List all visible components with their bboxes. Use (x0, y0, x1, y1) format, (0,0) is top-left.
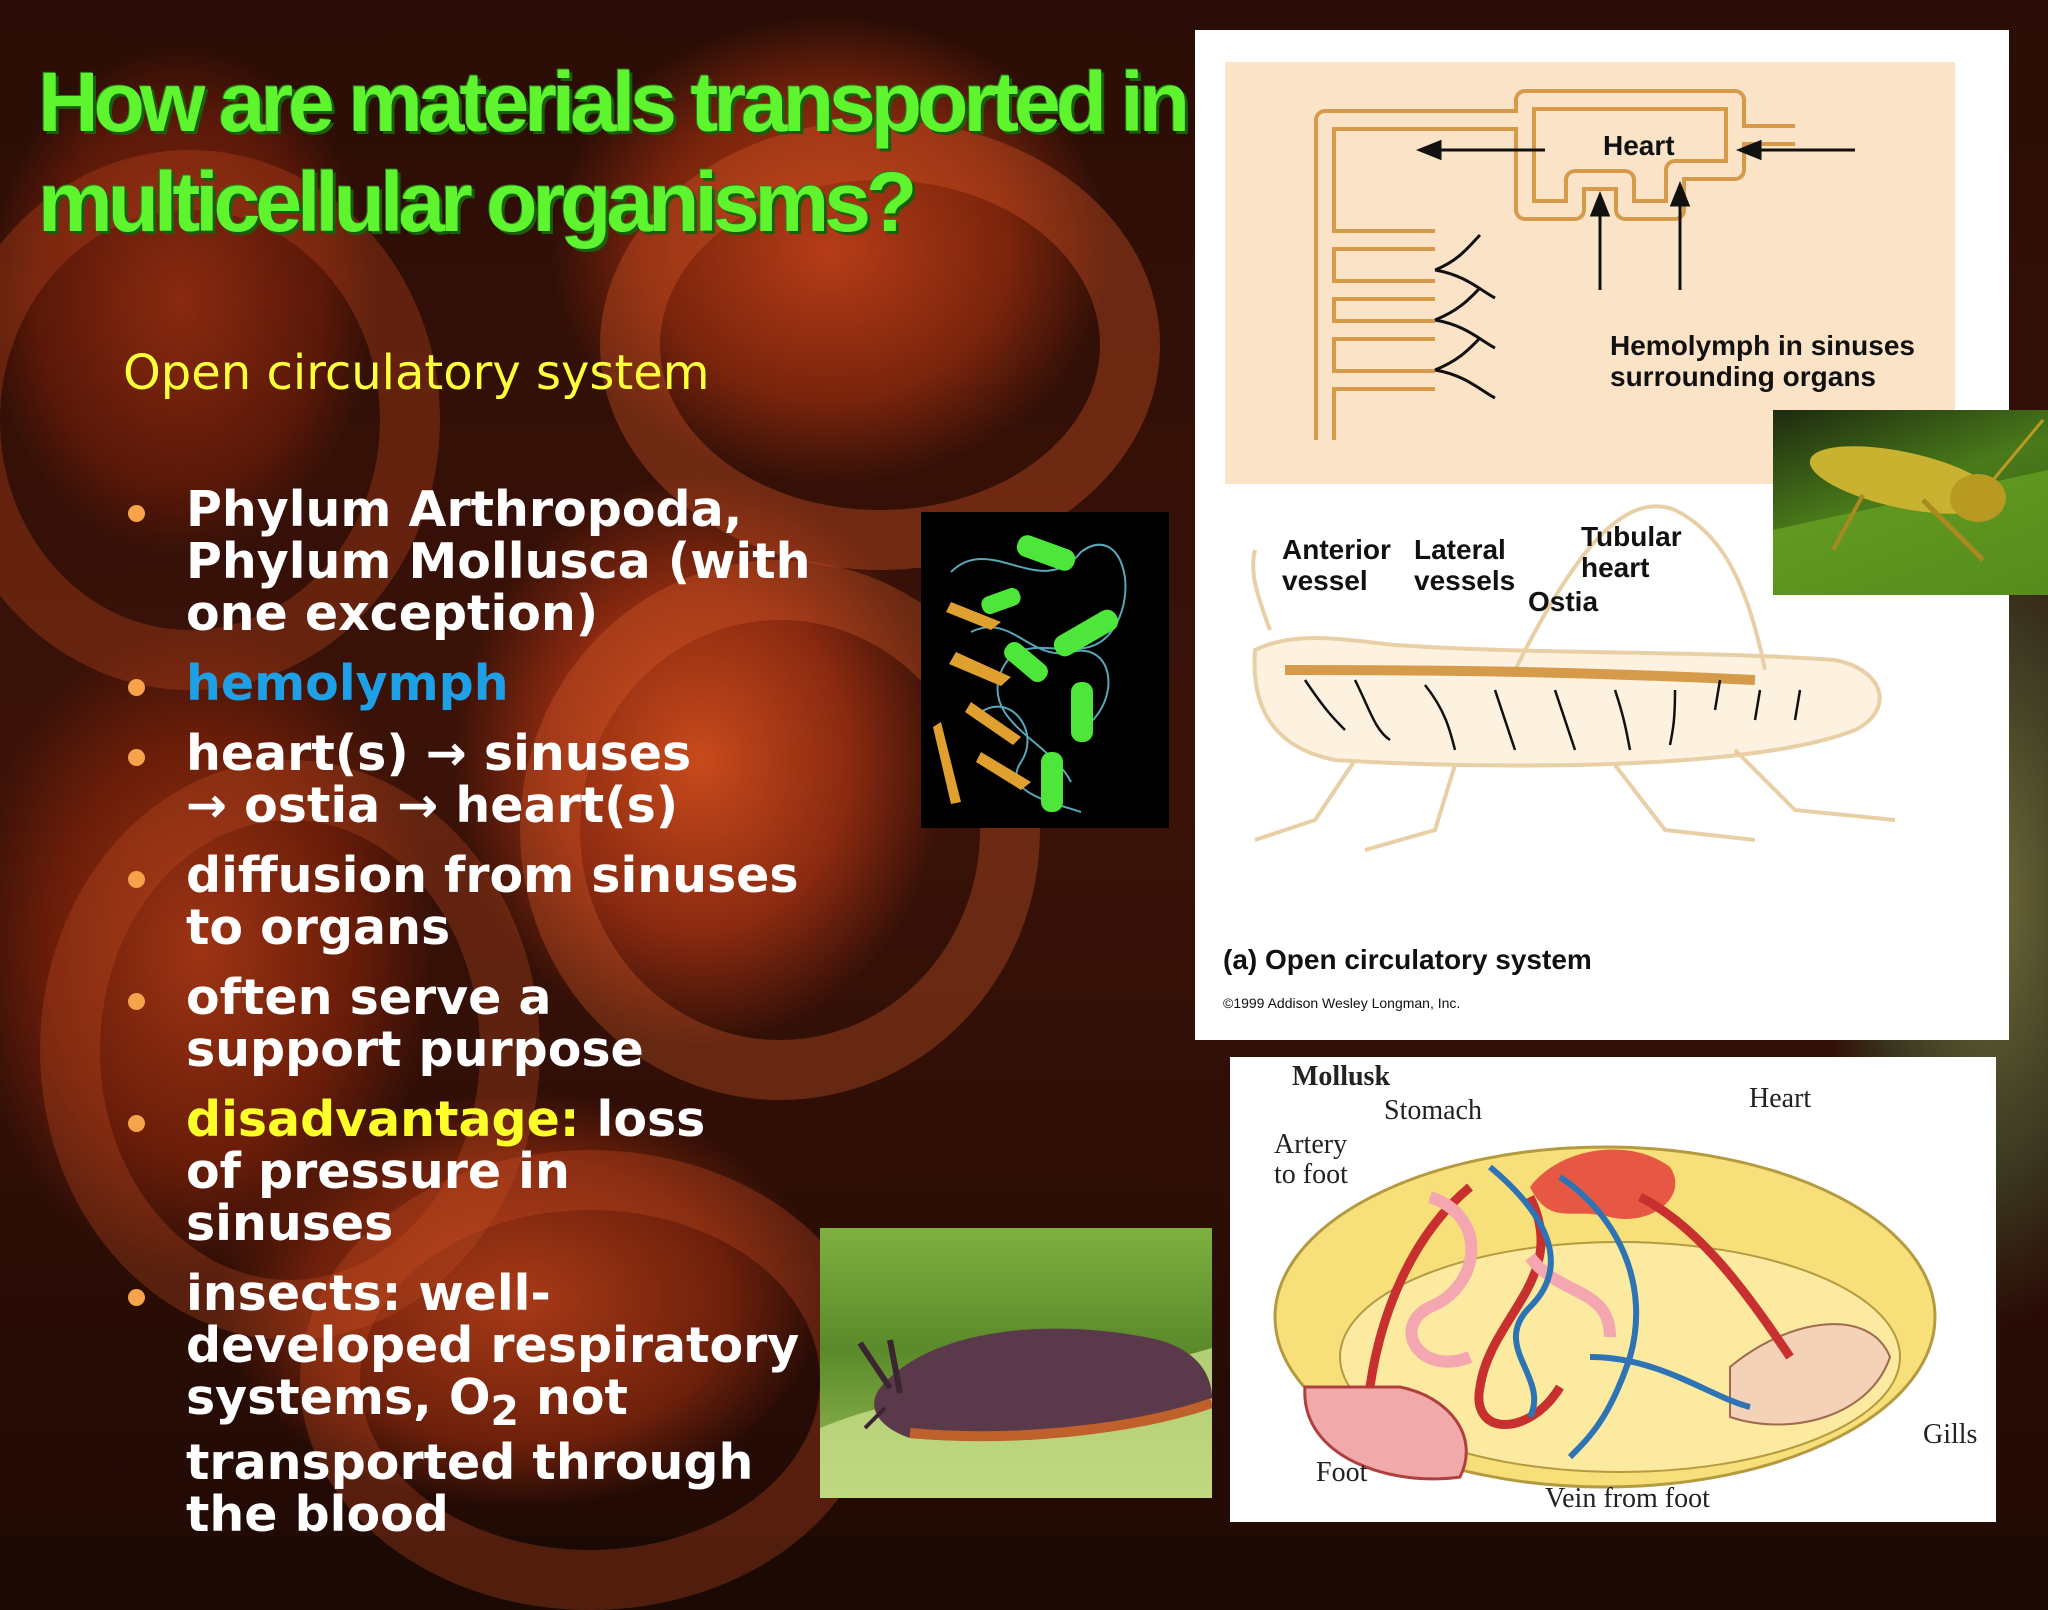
anterior-vessel-label-line-2: vessel (1282, 565, 1368, 596)
bullet-dot (128, 505, 145, 522)
ostia-label: Ostia (1528, 586, 1599, 617)
protein-ribbon-drawing (933, 535, 1127, 813)
bullet-text: insects: well-developed respiratory syst… (186, 1265, 800, 1426)
title-line-2: multicellular organisms? (38, 155, 917, 249)
bullet-dot (128, 871, 145, 888)
stomach-label: Stomach (1384, 1095, 1482, 1126)
slug-photo (820, 1228, 1212, 1498)
tubular-heart-label-line-1: Tubular (1581, 521, 1682, 552)
bullet-item: often serve a support purpose (128, 972, 828, 1076)
grasshopper-drawing (1773, 419, 2048, 595)
foot-label: Foot (1316, 1457, 1368, 1488)
hemolymph-label-line-2: surrounding organs (1610, 361, 1876, 392)
grasshopper-photo (1773, 410, 2048, 595)
bullet-item: Phylum Arthropoda, Phylum Mollusca (with… (128, 484, 828, 640)
bullet-list: Phylum Arthropoda, Phylum Mollusca (with… (128, 484, 828, 1559)
bullet-text: Phylum Arthropoda, Phylum Mollusca (with… (186, 481, 811, 642)
slide-title: How are materials transported in multice… (38, 52, 1190, 252)
bullet-item: heart(s) → sinuses → ostia → heart(s) (128, 728, 828, 832)
insect-circulation-figure: Heart Hemolymph in sinuses surrounding o… (1195, 30, 2009, 1040)
tubular-heart-label-line-2: heart (1581, 552, 1650, 583)
bullet-text: heart(s) → sinuses → ostia → heart(s) (186, 725, 692, 834)
bullet-text: not transported through the blood (186, 1369, 754, 1543)
bullet-item: disadvantage: loss of pressure in sinuse… (128, 1094, 828, 1250)
lateral-vessels-label-line-1: Lateral (1414, 534, 1506, 565)
bullet-text: hemolymph (186, 655, 509, 712)
mollusk-circulation-figure: Mollusk Stomach Heart Artery to foot Gil… (1230, 1057, 1996, 1522)
bullet-text: loss of pressure in sinuses (186, 1091, 706, 1252)
bullet-text: often serve a support purpose (186, 969, 644, 1078)
slug-drawing (820, 1328, 1212, 1498)
lateral-vessels-label-line-2: vessels (1414, 565, 1516, 596)
bullet-item: hemolymph (128, 658, 828, 710)
mollusk-title: Mollusk (1292, 1061, 1391, 1092)
bullet-highlight: disadvantage: (186, 1091, 580, 1148)
bullet-item: insects: well-developed respiratory syst… (128, 1268, 836, 1541)
bullet-dot (128, 993, 145, 1010)
bullet-dot (128, 1115, 145, 1132)
bullet-dot (128, 679, 145, 696)
artery-label-line-2: to foot (1274, 1159, 1348, 1190)
subscript-2: 2 (490, 1386, 519, 1435)
anterior-vessel-label-line-1: Anterior (1282, 534, 1391, 565)
circulation-schematic-drawing (1251, 89, 1896, 852)
slide-subtitle: Open circulatory system (123, 345, 710, 401)
hemolymph-label-line-1: Hemolymph in sinuses (1610, 330, 1915, 361)
bullet-dot (128, 1289, 145, 1306)
bullet-text: diffusion from sinuses to organs (186, 847, 799, 956)
vein-label: Vein from foot (1545, 1483, 1710, 1514)
bullet-dot (128, 749, 145, 766)
copyright-notice: ©1999 Addison Wesley Longman, Inc. (1223, 995, 1461, 1011)
figure-caption: (a) Open circulatory system (1223, 944, 1592, 975)
bullet-item: diffusion from sinuses to organs (128, 850, 828, 954)
heart-label: Heart (1603, 130, 1675, 161)
heart-label: Heart (1749, 1083, 1812, 1114)
artery-label-line-1: Artery (1274, 1129, 1348, 1160)
protein-structure-image (921, 512, 1169, 828)
gills-label: Gills (1923, 1419, 1978, 1450)
mollusk-anatomy-drawing (1273, 1145, 1937, 1489)
title-line-1: How are materials transported in (38, 55, 1190, 149)
